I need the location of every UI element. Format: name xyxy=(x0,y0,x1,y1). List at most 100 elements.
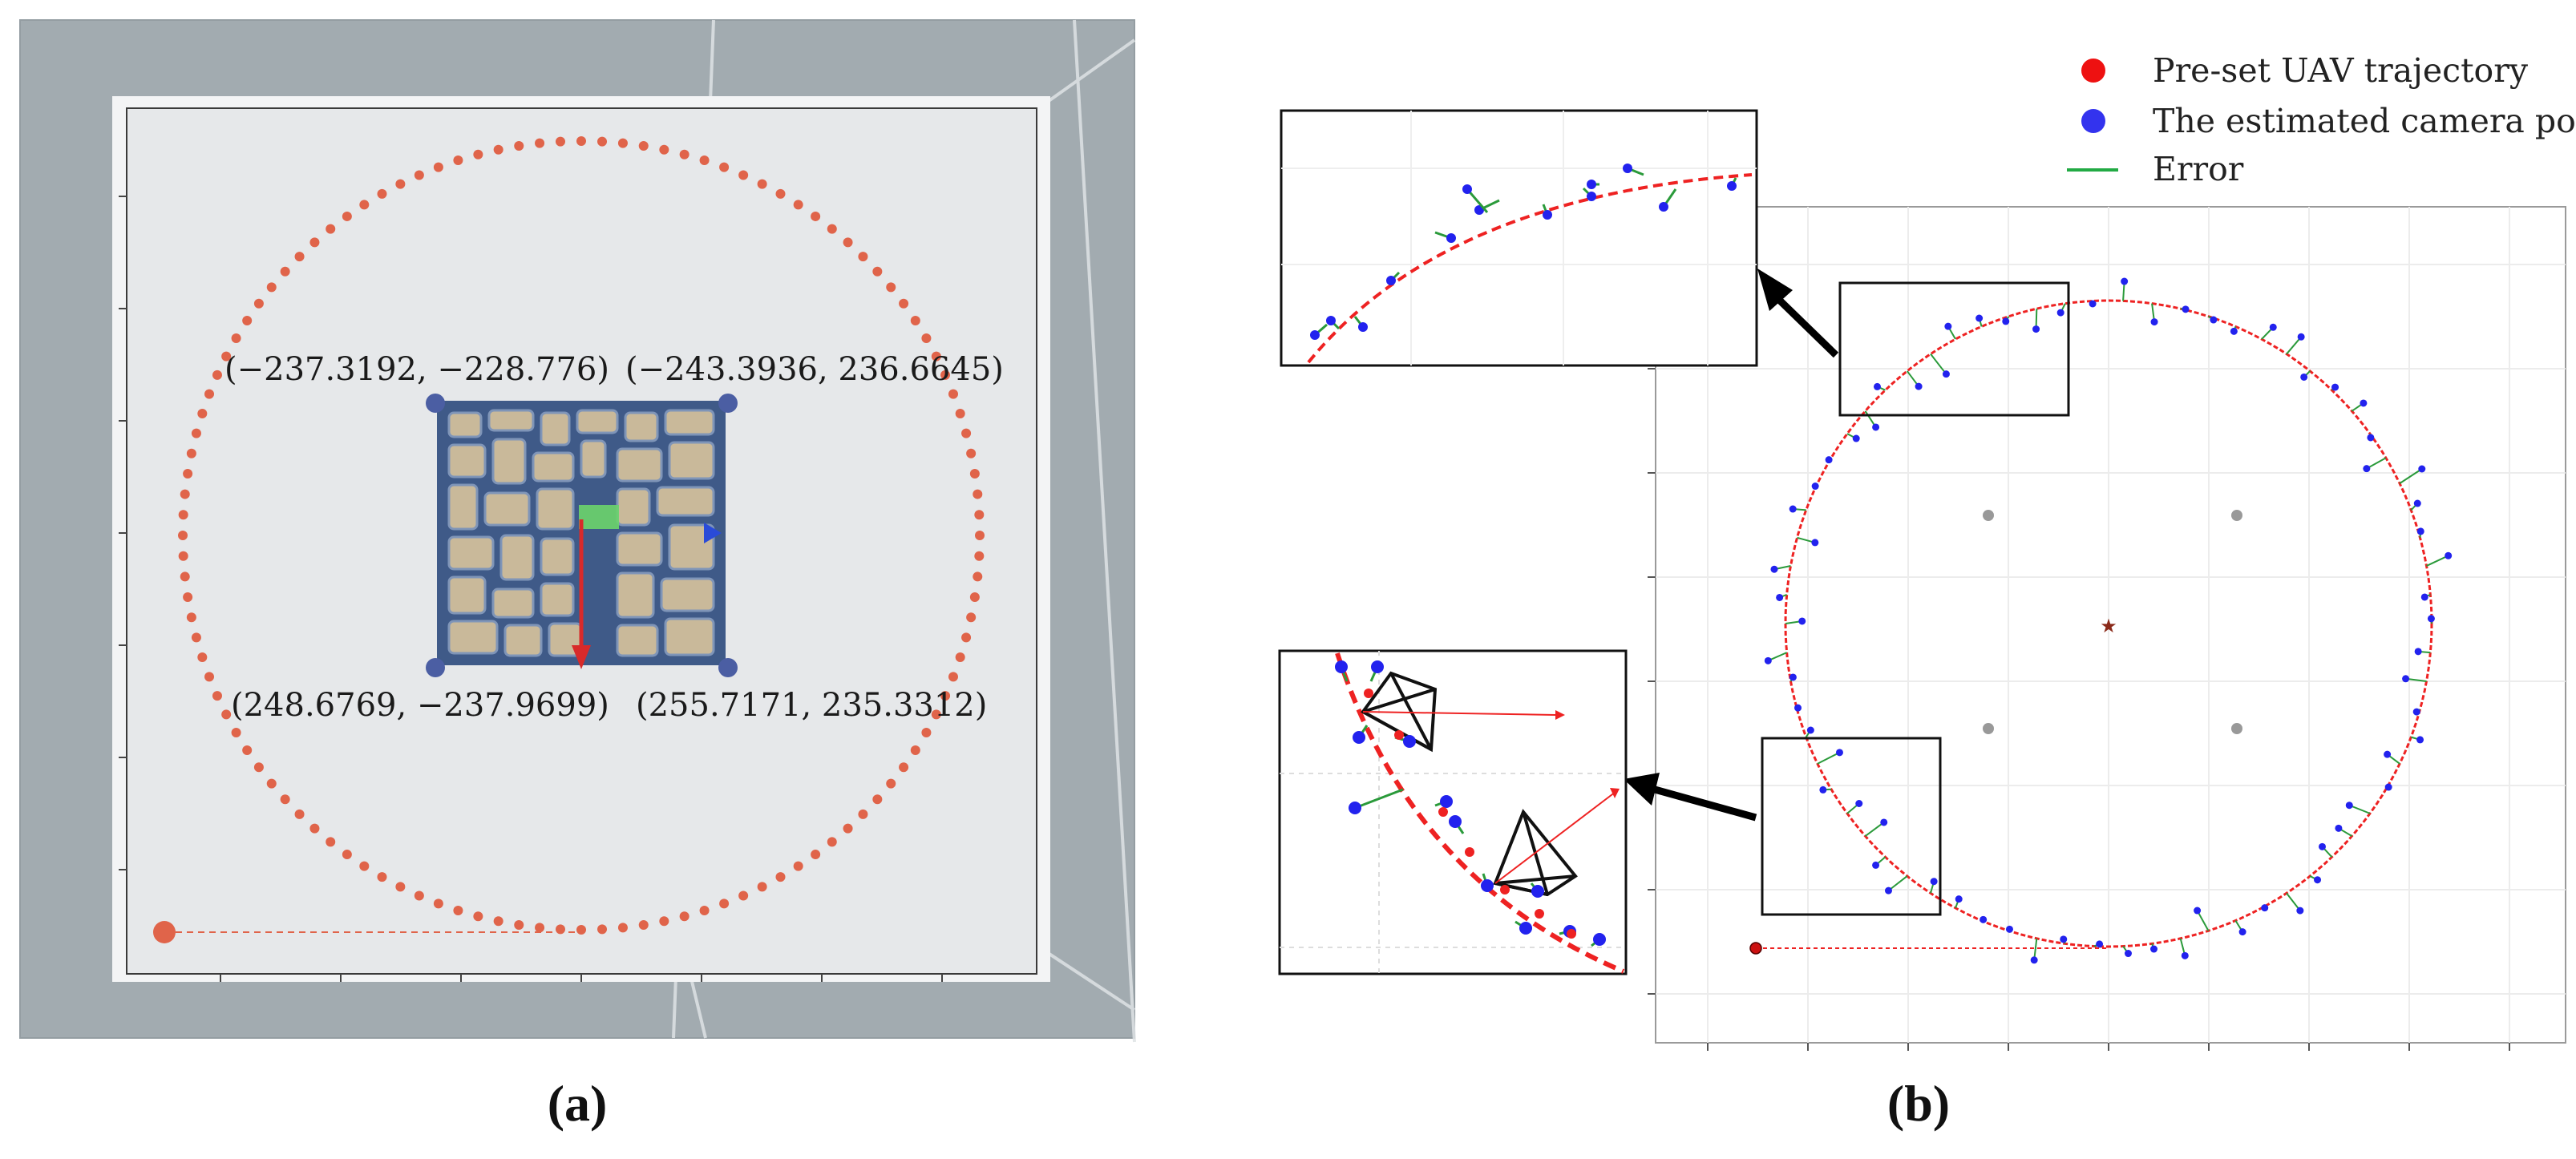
trajectory-dot xyxy=(535,138,545,148)
trajectory-dot xyxy=(793,861,803,871)
trajectory-dot xyxy=(899,298,909,309)
estimate-point xyxy=(2418,465,2426,473)
error-line xyxy=(1817,751,1840,765)
estimate-point xyxy=(2194,907,2202,915)
trajectory-dot xyxy=(969,592,980,602)
estimate-point xyxy=(2402,675,2410,683)
trajectory-dot xyxy=(493,916,503,927)
estimate-point xyxy=(1462,184,1472,194)
trajectory-dot xyxy=(617,138,628,148)
estimate-point xyxy=(1855,800,1863,808)
trajectory-dot xyxy=(955,408,965,418)
trajectory-dot xyxy=(266,282,277,293)
trajectory-dot xyxy=(940,691,951,701)
center-star-icon: ★ xyxy=(2100,615,2117,637)
corner-label-bottom-right: (255.7171, 235.3312) xyxy=(636,687,987,724)
estimate-point xyxy=(2238,928,2246,936)
estimate-point xyxy=(1806,726,1814,734)
estimate-point xyxy=(2331,383,2339,391)
corner-marker-top-left xyxy=(426,394,445,413)
trajectory-dot xyxy=(473,149,483,160)
trajectory-dot xyxy=(221,709,232,720)
estimate-point xyxy=(2314,876,2322,884)
trajectory-dot xyxy=(1364,689,1373,698)
corner-label-top-left: (−237.3192, −228.776) xyxy=(224,351,609,388)
trajectory-dot xyxy=(576,135,586,146)
trajectory-dot xyxy=(679,911,689,922)
trajectory-dot xyxy=(326,837,336,847)
ref-point xyxy=(1983,510,1994,521)
estimate-point xyxy=(1776,593,1784,601)
trajectory-dot xyxy=(719,162,730,172)
trajectory-dot xyxy=(191,632,201,643)
trajectory-dot xyxy=(1465,847,1474,857)
estimate-point xyxy=(1353,731,1365,744)
estimate-point xyxy=(1930,878,1938,886)
trajectory-dot xyxy=(811,211,821,221)
trajectory-dot xyxy=(414,890,424,901)
trajectory-dot xyxy=(326,224,336,234)
trajectory-dot xyxy=(955,652,965,663)
trajectory-dot xyxy=(811,850,821,860)
panel-label-a: (a) xyxy=(547,1075,608,1132)
trajectory-dot xyxy=(617,923,628,933)
trajectory-dot xyxy=(974,510,985,520)
trajectory-dot xyxy=(719,899,730,909)
trajectory-dot xyxy=(973,571,983,582)
estimate-point xyxy=(1825,456,1833,464)
estimate-point xyxy=(1371,660,1384,673)
trajectory-circle xyxy=(1784,299,2433,948)
trajectory-dot xyxy=(775,872,786,882)
estimate-point xyxy=(2150,318,2158,326)
estimate-point xyxy=(1403,735,1416,748)
estimate-point xyxy=(2414,648,2422,656)
trajectory-dot xyxy=(1535,909,1544,919)
trajectory-start-marker-b xyxy=(1749,942,1762,955)
trajectory-dot xyxy=(178,510,188,520)
trajectory-dot xyxy=(961,632,972,643)
error-line xyxy=(2033,938,2038,960)
error-line xyxy=(2286,892,2301,911)
trajectory-dot xyxy=(242,316,253,326)
trajectory-dot xyxy=(969,469,980,479)
zoom-region-bottom xyxy=(1761,737,1942,916)
trajectory-dot xyxy=(221,351,232,361)
estimate-point xyxy=(2416,736,2424,744)
corner-label-top-right: (−243.3936, 236.6645) xyxy=(625,351,1004,388)
error-line xyxy=(1466,188,1489,213)
legend-dot-trajectory xyxy=(2081,59,2105,83)
trajectory-dot xyxy=(294,809,305,819)
trajectory-dot xyxy=(204,389,215,399)
error-line xyxy=(1930,353,1947,375)
estimate-point xyxy=(1440,795,1453,808)
trajectory-dot xyxy=(514,141,524,151)
trajectory-dot xyxy=(197,652,208,663)
estimate-point xyxy=(1449,815,1462,828)
trajectory-dot xyxy=(433,162,443,172)
estimate-point xyxy=(1872,423,1880,431)
trajectory-dot xyxy=(231,333,241,343)
estimate-point xyxy=(1531,885,1544,898)
estimate-point xyxy=(1915,382,1923,390)
trajectory-dot xyxy=(433,899,443,909)
estimate-point xyxy=(2296,907,2304,915)
estimate-point xyxy=(1358,322,1368,332)
trajectory-dot xyxy=(886,778,896,789)
estimate-point xyxy=(2345,802,2353,810)
estimate-point xyxy=(2384,783,2392,791)
estimate-point xyxy=(2367,434,2375,442)
estimate-point xyxy=(1872,861,1880,869)
trajectory-dot xyxy=(342,211,352,221)
estimate-point xyxy=(1852,434,1860,442)
estimate-point xyxy=(1942,370,1950,378)
estimate-point xyxy=(2300,373,2308,381)
trajectory-dot xyxy=(899,762,909,773)
trajectory-dot xyxy=(858,252,868,262)
inset-top xyxy=(1280,109,1758,367)
trajectory-dot xyxy=(659,916,669,927)
estimate-point xyxy=(1659,202,1668,212)
estimate-point xyxy=(2413,499,2421,507)
trajectory-dot xyxy=(948,672,958,682)
estimate-point xyxy=(1880,818,1888,826)
